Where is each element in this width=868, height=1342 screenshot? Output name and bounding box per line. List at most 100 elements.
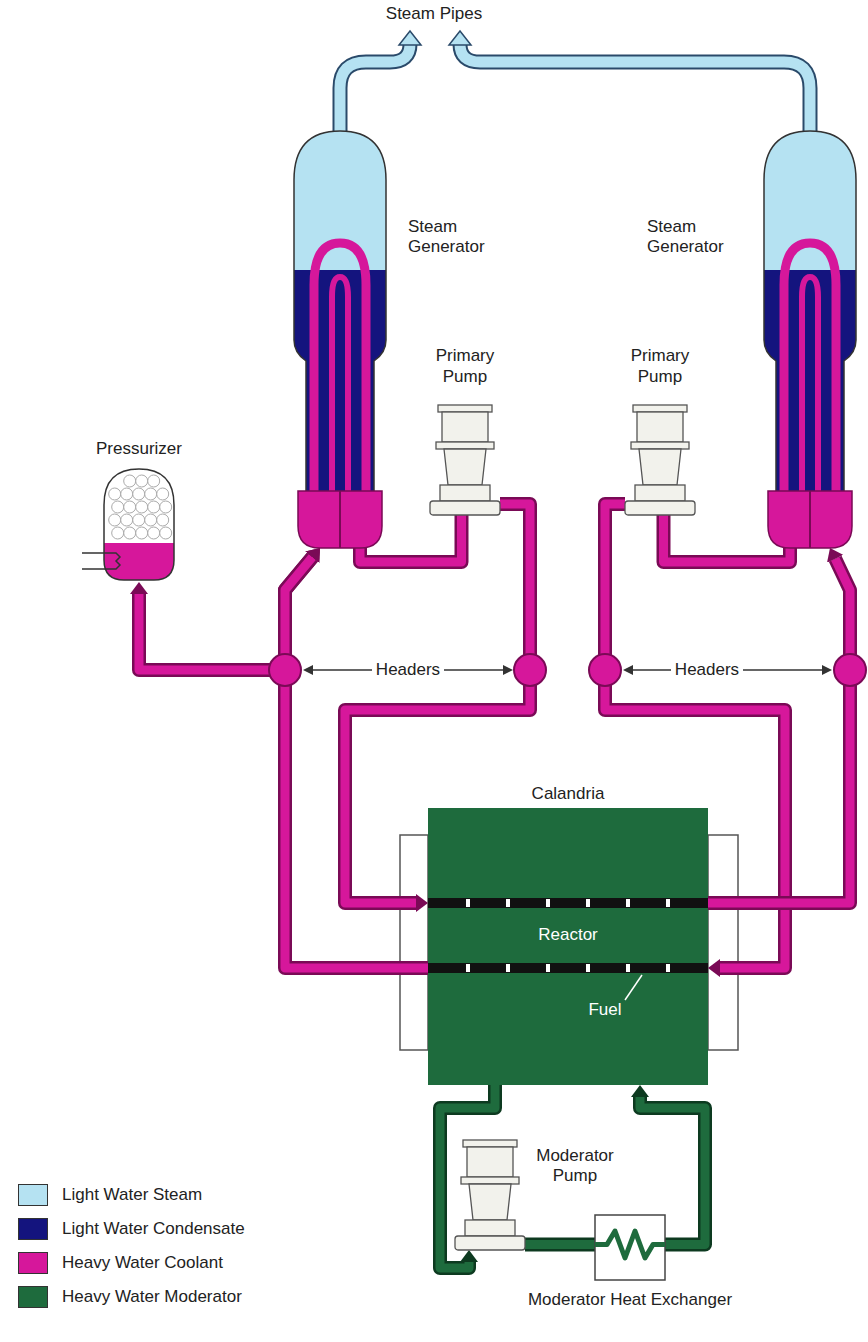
steam-pipe-outline [340, 44, 410, 131]
primary-pump-symbol [430, 405, 500, 515]
heat-exchanger-symbol [595, 1215, 665, 1280]
exchanger-housing [595, 1215, 665, 1280]
steam-bubble [145, 488, 157, 500]
pressurizer-outline [104, 469, 174, 580]
steam-bubble [109, 514, 121, 526]
legend-text: Light Water Steam [62, 1185, 202, 1205]
heat-exchanger: Moderator Heat Exchanger [595, 1215, 665, 1280]
generator-head [298, 491, 382, 548]
steam-generator-symbol [290, 125, 390, 548]
legend: Light Water SteamLight Water CondensateH… [18, 1178, 245, 1314]
pump-neck [639, 449, 681, 485]
node-label: Primary Pump [425, 346, 505, 387]
legend-swatch [18, 1218, 48, 1240]
fuel-bundle-gap [626, 964, 630, 972]
fuel-bundle-gap [586, 899, 590, 907]
fuel-bundle-gap [586, 964, 590, 972]
calandria: CalandriaReactor [428, 808, 708, 1085]
pump-base [625, 501, 695, 515]
primary-pump: Primary Pump [625, 405, 695, 515]
leader-line [625, 975, 642, 1000]
steam-bubble [124, 527, 136, 539]
coolant-pipe [708, 559, 850, 903]
leader-line [444, 669, 504, 671]
u-tube [802, 277, 818, 493]
legend-swatch [18, 1286, 48, 1308]
node-label: Moderator Pump [529, 1146, 621, 1187]
steam-bubble [157, 488, 169, 500]
moderator-pump-symbol [455, 1140, 525, 1250]
steam-bubble [121, 488, 133, 500]
node-label: Steam Generator [408, 217, 503, 258]
steam-bubble [160, 527, 172, 539]
fuel-bundle-gap [466, 964, 470, 972]
header-symbol [589, 654, 621, 686]
steam-bubble [160, 501, 172, 513]
coolant-pipe [285, 557, 428, 968]
steam-bubble [112, 501, 124, 513]
node-body-text: Reactor [508, 925, 628, 945]
pump-motor [442, 412, 488, 442]
leader-line [632, 669, 671, 671]
fuel-channel [428, 898, 708, 908]
exchanger-coil [595, 1231, 665, 1258]
leader-line [743, 669, 822, 671]
steam-pipe [340, 44, 810, 131]
head-divider [339, 491, 341, 548]
node-label: Primary Pump [620, 346, 700, 387]
steam-dome [764, 131, 856, 270]
steam-pipe-fill [340, 44, 410, 131]
pump-flange [438, 405, 492, 412]
generator-head [768, 491, 852, 548]
pump-motor [637, 412, 683, 442]
steam-bubble [148, 475, 160, 487]
steam-pipe-fill [460, 44, 810, 131]
pump-flange [633, 405, 687, 412]
moderator-pump: Moderator Pump [455, 1140, 525, 1250]
steam-generator: Steam Generator [290, 125, 390, 548]
pressurizer: Pressurizer [100, 465, 178, 582]
fuel-bundle-gap [466, 899, 470, 907]
steam-bubble [136, 501, 148, 513]
legend-swatch [18, 1252, 48, 1274]
header-symbol [834, 654, 866, 686]
node-label: Moderator Heat Exchanger [505, 1290, 755, 1310]
steam-bubble [148, 527, 160, 539]
calandria-symbol [428, 808, 708, 1085]
legend-entry: Heavy Water Coolant [18, 1246, 245, 1280]
steam-bubble [109, 488, 121, 500]
legend-text: Heavy Water Moderator [62, 1287, 242, 1307]
primary-pump: Primary Pump [430, 405, 500, 515]
header-symbol [269, 654, 301, 686]
steam-pipe-outline [460, 44, 810, 131]
moderator-pipe [525, 1244, 595, 1245]
condensate-body [294, 131, 386, 497]
steam-bubble [136, 475, 148, 487]
pipe-outline [708, 559, 850, 903]
legend-entry: Light Water Steam [18, 1178, 245, 1212]
fuel-bundle-gap [506, 964, 510, 972]
legend-entry: Heavy Water Moderator [18, 1280, 245, 1314]
pressurizer-symbol [100, 465, 178, 582]
steam-bubble [133, 488, 145, 500]
pump-flange [463, 1140, 517, 1147]
condensate-body [764, 131, 856, 497]
pump-flange [461, 1177, 519, 1184]
pipe-outline [285, 557, 428, 968]
pump-base [430, 501, 500, 515]
pump-casing [635, 485, 685, 501]
fuel-bundle-gap [666, 899, 670, 907]
leader-arrowhead [303, 665, 313, 675]
pipe-label: Steam Pipes [386, 4, 482, 24]
steam-bubble [124, 501, 136, 513]
pipe-outline [525, 1238, 595, 1252]
steam-generator-symbol [760, 125, 860, 548]
fuel-bundle-gap [626, 899, 630, 907]
heater-element [82, 553, 120, 569]
pump-casing [440, 485, 490, 501]
generator-outline [764, 131, 856, 497]
